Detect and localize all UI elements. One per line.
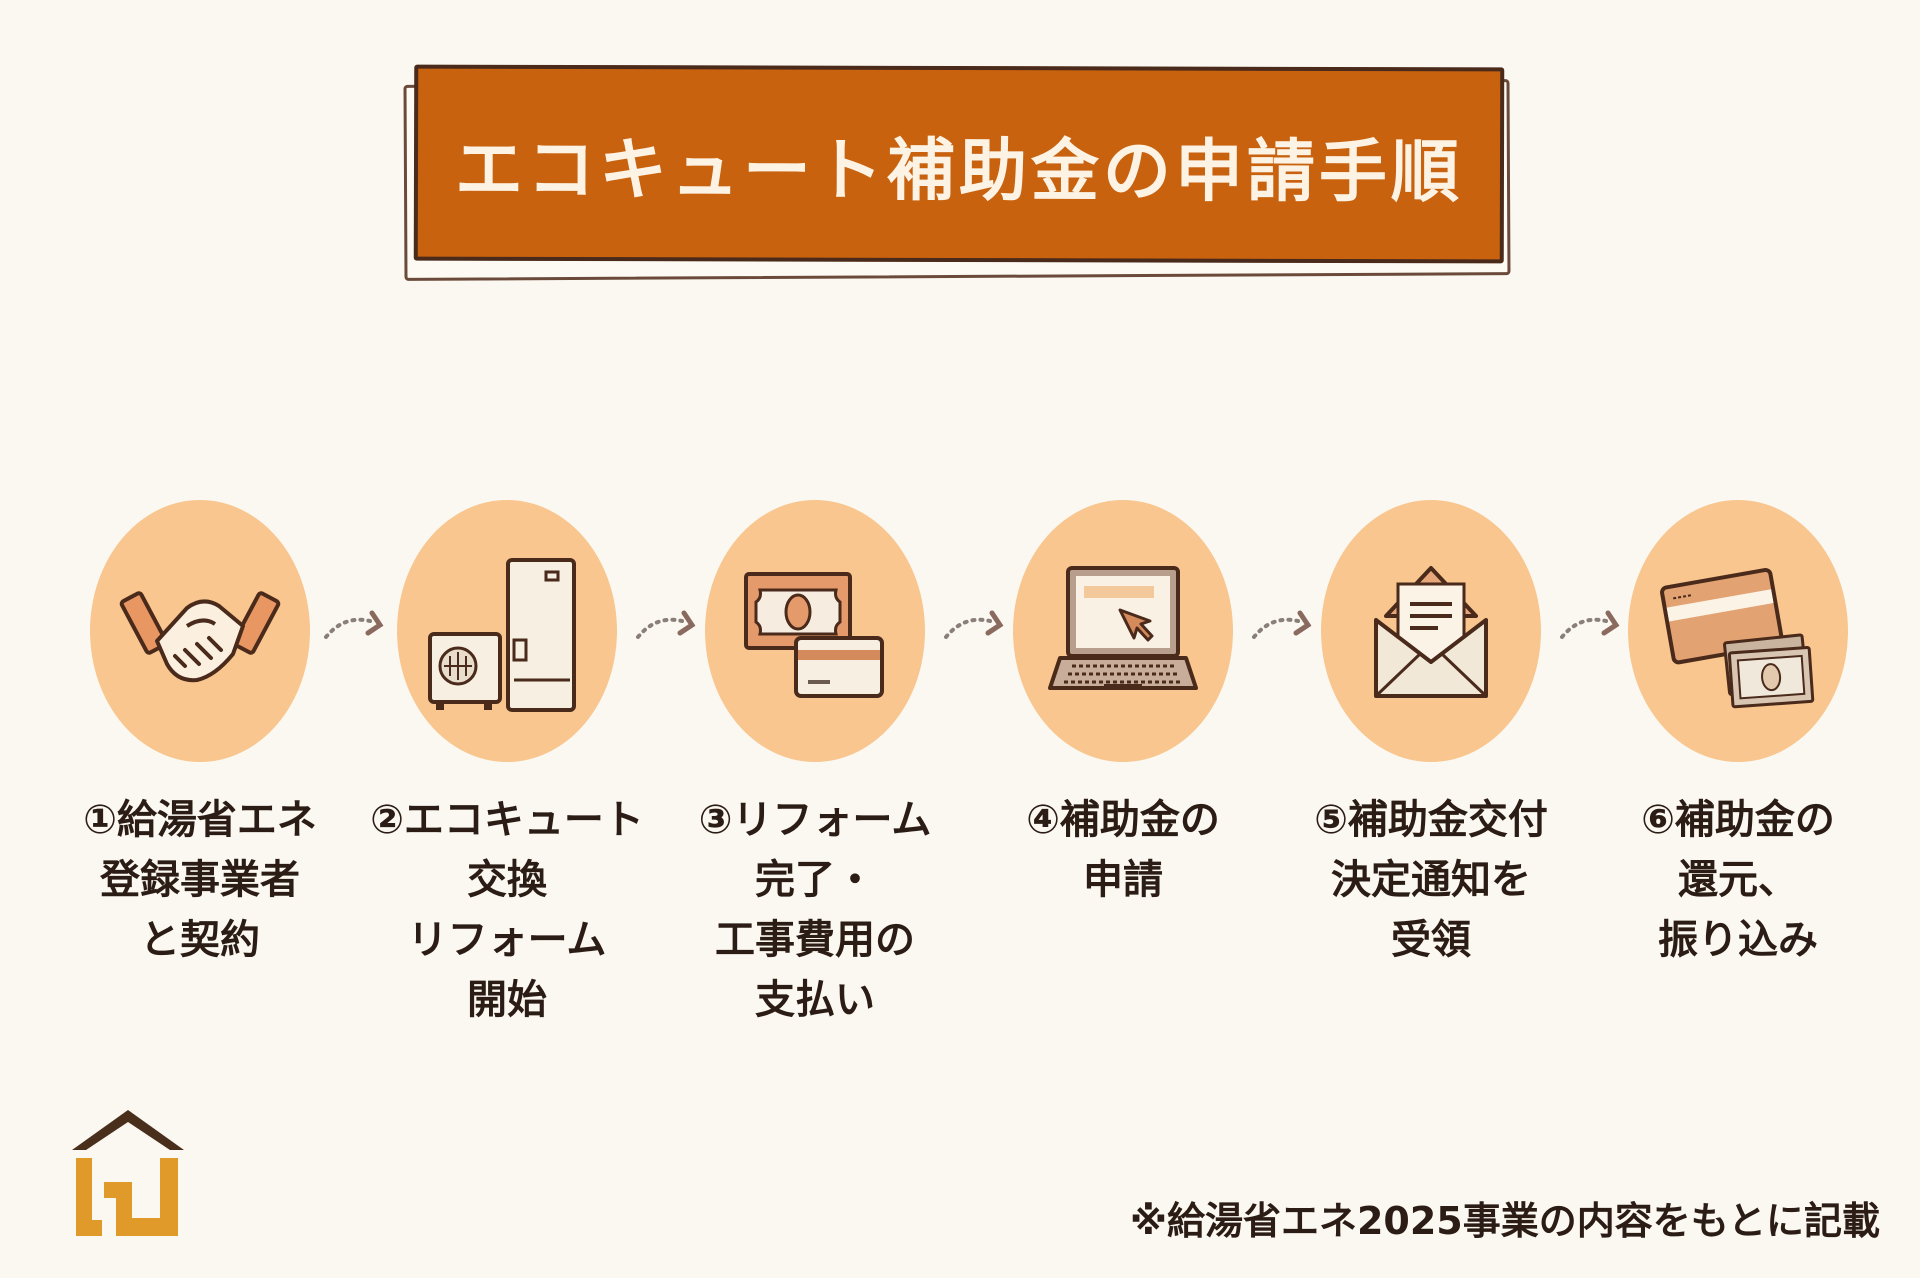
step-5-label: ⑤補助金交付 決定通知を 受領 — [1281, 790, 1581, 970]
banner-panel: エコキュート補助金の申請手順 — [413, 64, 1505, 264]
label-line: 登録事業者 — [100, 857, 300, 903]
dotted-arrow-icon — [1560, 610, 1620, 639]
label-line: 申請 — [1083, 857, 1163, 903]
step-4-label: ④補助金の 申請 — [973, 790, 1273, 910]
envelope-letter-icon — [1374, 566, 1488, 698]
card-and-cash-refund-icon — [1660, 567, 1815, 709]
label-line: 振り込み — [1658, 917, 1818, 963]
step-2-label: ②エコキュート 交換 リフォーム 開始 — [357, 790, 657, 1030]
label-line: ⑥補助金の — [1641, 797, 1835, 843]
step-1-circle — [90, 500, 310, 762]
dotted-arrow-icon — [1252, 610, 1312, 639]
step-4-circle — [1013, 500, 1233, 762]
step-3-circle — [705, 500, 925, 762]
step-6-label: ⑥補助金の 還元、 振り込み — [1588, 790, 1888, 970]
label-line: 決定通知を — [1331, 857, 1531, 903]
title-banner: エコキュート補助金の申請手順 — [403, 62, 1511, 281]
handshake-icon — [119, 591, 281, 683]
step-1-label: ①給湯省エネ 登録事業者 と契約 — [50, 790, 350, 970]
label-line: 受領 — [1391, 917, 1471, 963]
label-line: 完了・ — [755, 857, 875, 903]
cash-card-payment-icon — [744, 572, 884, 698]
footnote: ※給湯省エネ2025事業の内容をもとに記載 — [1130, 1199, 1880, 1243]
dotted-arrow-icon — [324, 610, 384, 639]
step-6-circle — [1628, 500, 1848, 762]
label-line: 交換 — [467, 857, 547, 903]
page-title: エコキュート補助金の申請手順 — [454, 130, 1464, 212]
step-5-circle — [1321, 500, 1541, 762]
process-steps: ①給湯省エネ 登録事業者 と契約 ②エコキュート 交換 リフォーム — [0, 500, 1920, 1060]
laptop-application-icon — [1048, 566, 1198, 690]
label-line: と契約 — [140, 917, 260, 963]
house-logo-icon — [72, 1110, 184, 1236]
label-line: 工事費用の — [715, 917, 915, 963]
dotted-arrow-icon — [636, 610, 696, 639]
label-line: ⑤補助金交付 — [1314, 797, 1548, 843]
label-line: 開始 — [467, 977, 547, 1023]
label-line: ③リフォーム — [698, 797, 932, 843]
water-heater-icon — [428, 558, 576, 712]
step-3-label: ③リフォーム 完了・ 工事費用の 支払い — [665, 790, 965, 1030]
label-line: 支払い — [755, 977, 875, 1023]
label-line: ②エコキュート — [370, 797, 644, 843]
label-line: ④補助金の — [1026, 797, 1220, 843]
label-line: 還元、 — [1678, 857, 1798, 903]
label-line: リフォーム — [407, 917, 607, 963]
dotted-arrow-icon — [944, 610, 1004, 639]
step-2-circle — [397, 500, 617, 762]
label-line: ①給湯省エネ — [83, 797, 317, 843]
